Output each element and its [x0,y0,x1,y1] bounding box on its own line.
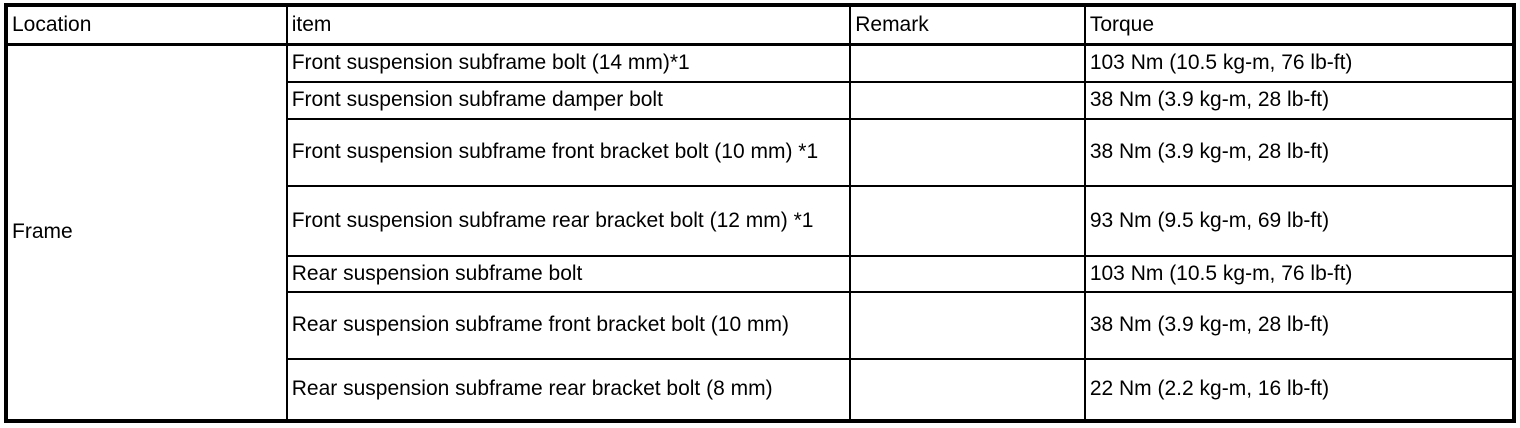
table-row: Frame Front suspension subframe bolt (14… [5,43,1516,422]
item-cell: Front suspension subframe damper bolt [285,80,852,120]
torque-cell: 38 Nm (3.9 kg-m, 28 lb-ft) [1083,117,1516,187]
remark-cell [849,357,1086,422]
table-row: Rear suspension subframe front bracket b… [6,290,1516,360]
item-cell: Rear suspension subframe bolt [285,254,852,293]
remark-cell [849,254,1086,293]
column-header-item: item [285,4,852,46]
item-cell: Rear suspension subframe front bracket b… [285,290,852,360]
torque-cell: 93 Nm (9.5 kg-m, 69 lb-ft) [1083,184,1516,257]
torque-cell: 103 Nm (10.5 kg-m, 76 lb-ft) [1083,254,1516,293]
torque-cell: 22 Nm (2.2 kg-m, 16 lb-ft) [1083,357,1516,422]
remark-cell [849,80,1086,120]
torque-cell: 38 Nm (3.9 kg-m, 28 lb-ft) [1083,290,1516,360]
remark-cell [849,117,1086,187]
column-header-torque: Torque [1083,4,1516,46]
item-cell: Rear suspension subframe rear bracket bo… [285,357,852,422]
column-header-location: Location [5,4,288,46]
remark-cell [849,184,1086,257]
torque-spec-table: Location item Remark Torque Frame Front … [4,3,1516,423]
item-cell: Front suspension subframe rear bracket b… [285,184,852,257]
column-header-remark: Remark [849,4,1086,46]
location-cell: Frame [5,43,288,422]
remark-cell [849,43,1086,83]
table-row: Front suspension subframe front bracket … [6,117,1516,187]
item-cell: Front suspension subframe bolt (14 mm)*1 [285,43,852,83]
table-row: Front suspension subframe rear bracket b… [6,184,1516,257]
torque-cell: 103 Nm (10.5 kg-m, 76 lb-ft) [1083,43,1516,83]
header-row: Location item Remark Torque [5,4,1516,46]
table-row: Front suspension subframe damper bolt 38… [6,80,1516,120]
remark-cell [849,290,1086,360]
item-cell: Front suspension subframe front bracket … [285,117,852,187]
torque-cell: 38 Nm (3.9 kg-m, 28 lb-ft) [1083,80,1516,120]
table-row: Rear suspension subframe rear bracket bo… [6,357,1516,422]
table-row: Rear suspension subframe bolt 103 Nm (10… [6,254,1516,293]
